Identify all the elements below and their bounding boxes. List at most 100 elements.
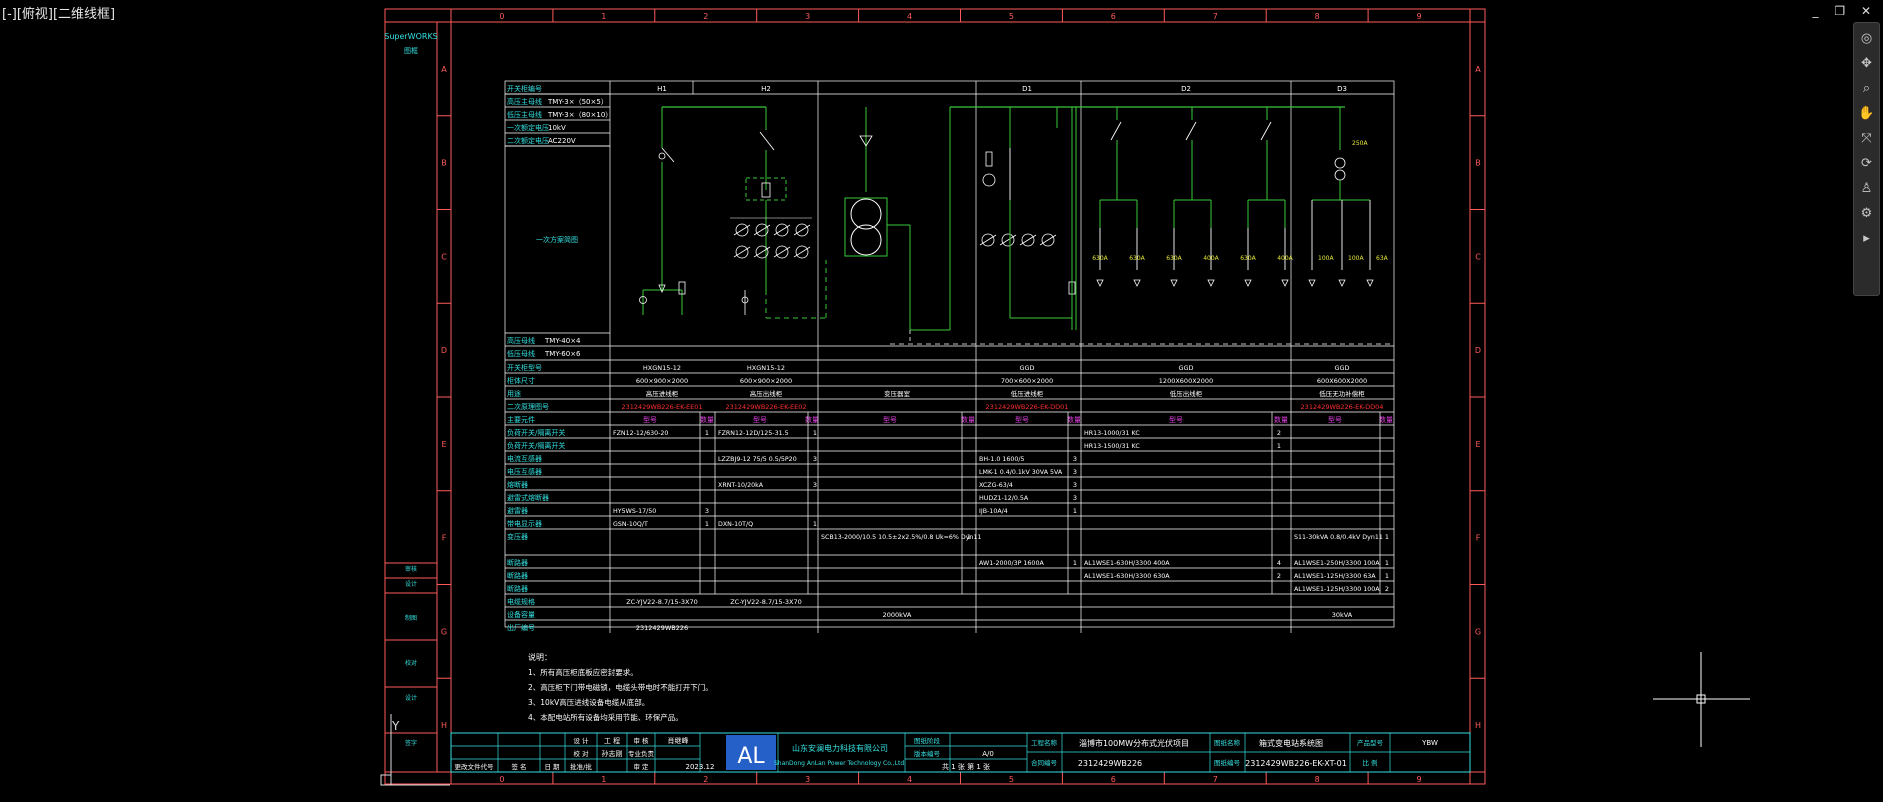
arrow-symbol <box>1366 279 1374 287</box>
column-marker: 4 <box>907 12 912 21</box>
row-value: 600X600X2000 <box>1317 377 1367 385</box>
component-model: FZRN12-12D/125-31.5 <box>718 430 789 437</box>
row-value: 变压器室 <box>884 389 911 398</box>
logo-subtitle: 图框 <box>404 46 418 55</box>
cabinet-id: D3 <box>1337 85 1347 93</box>
breaker-blade <box>1110 121 1122 141</box>
notes-title: 说明： <box>528 652 552 662</box>
arrow-symbol <box>1096 279 1104 287</box>
header-label: 高压主母线 <box>507 97 542 106</box>
row-value: 2312429WB226-EK-EE01 <box>621 403 702 411</box>
showmotion-icon[interactable]: ⤧ <box>1861 131 1872 146</box>
header-label: 开关柜编号 <box>507 84 542 93</box>
pan-icon[interactable]: ✥ <box>1861 56 1872 71</box>
indicator-circle <box>639 296 647 304</box>
side-label: 签字 <box>405 739 417 747</box>
row-marker: D <box>1475 346 1481 355</box>
column-marker: 7 <box>1213 775 1218 784</box>
component-model: HY5WS-17/50 <box>613 508 656 515</box>
col-head: 数量 <box>1379 415 1393 424</box>
line <box>753 224 771 236</box>
row-label: 二次原理图号 <box>507 402 549 411</box>
minimize-button[interactable]: _ <box>1812 4 1825 18</box>
zoom-icon[interactable]: ⌕ <box>1862 81 1871 96</box>
component-qty: 1 <box>1385 559 1389 567</box>
component-qty: 1 <box>967 533 971 541</box>
component-model: XRNT-10/20kA <box>718 482 764 489</box>
component-qty: 3 <box>813 481 817 489</box>
component-qty: 1 <box>813 429 817 437</box>
arrow-symbol <box>1338 279 1346 287</box>
tb-label: 合同编号 <box>1031 758 1058 767</box>
component-name: 带电显示器 <box>507 519 542 528</box>
component-model: AL1WSE1-250H/3300 100A <box>1294 560 1380 567</box>
component-model: LMK-1 0.4/0.1kV 30VA 5VA <box>979 469 1063 476</box>
header-value: 10kV <box>548 124 566 132</box>
tb-drawing-name: 箱式变电站系统图 <box>1259 738 1323 748</box>
nav-menu-icon[interactable]: ▸ <box>1863 231 1870 246</box>
col-head: 型号 <box>1015 415 1029 424</box>
nav-extra-icon[interactable]: ⟳ <box>1861 156 1872 171</box>
ct-symbol <box>735 223 749 237</box>
arrow-symbol <box>1281 279 1289 287</box>
column-marker: 6 <box>1111 12 1116 21</box>
ct-symbol <box>775 223 789 237</box>
component-name: 断路器 <box>507 584 528 593</box>
viewport-label[interactable]: [-][俯视][二维线框] <box>2 7 116 22</box>
branch-rating: 400A <box>1203 255 1219 262</box>
tb-cell: 签 名 <box>511 762 526 771</box>
arrow-symbol <box>1244 279 1252 287</box>
row-value: GGD <box>1334 364 1349 372</box>
branch-rating: 630A <box>1240 255 1256 262</box>
column-marker: 0 <box>499 12 504 21</box>
line <box>999 234 1017 246</box>
restore-button[interactable]: ❐ <box>1834 4 1852 18</box>
row-value: ZC-YJV22-8.7/15-3X70 <box>626 598 698 606</box>
component-qty: 2 <box>1277 572 1281 580</box>
column-marker: 1 <box>601 12 606 21</box>
tb-label: 图纸名称 <box>1214 738 1241 747</box>
look-icon[interactable]: ⚙ <box>1860 206 1873 221</box>
tb-date: 2023.12 <box>686 763 715 771</box>
tb-label: 产品型号 <box>1357 738 1384 747</box>
row-value: 低压无功补偿柜 <box>1319 389 1365 398</box>
steering-wheel-icon[interactable]: ◎ <box>1860 31 1873 46</box>
arrester-symbol <box>658 284 666 294</box>
note-2: 2、高压柜下门带电磁锁，电缆头带电时不能打开下门。 <box>528 682 713 692</box>
component-name: 变压器 <box>507 532 528 541</box>
component-model: HUDZ1-12/0.5A <box>979 495 1029 502</box>
ct-symbol <box>795 223 809 237</box>
row-marker: B <box>1475 159 1481 168</box>
orbit-icon[interactable]: ✋ <box>1858 106 1875 121</box>
walk-icon[interactable]: ♙ <box>1860 181 1873 196</box>
header-label: 二次额定电压 <box>507 136 549 145</box>
window-controls: _ ❐ ✕ <box>1813 4 1877 18</box>
column-marker: 4 <box>907 775 912 784</box>
title-block: 设 计工 程校 对孙志刚更改文件代号签 名日 期批准/批审 核专业负责审 定肖继… <box>450 732 1471 773</box>
arrow-symbol <box>1207 279 1215 287</box>
row-value: GGD <box>1019 364 1034 372</box>
row-marker: G <box>1475 627 1481 636</box>
component-model: FZN12-12/630-20 <box>613 430 668 437</box>
side-label: 校对 <box>405 659 417 667</box>
line <box>773 246 791 258</box>
cabinet-id: H1 <box>657 85 667 93</box>
line <box>979 234 997 246</box>
line <box>733 224 751 236</box>
ct-symbol <box>755 223 769 237</box>
column-marker: 3 <box>805 12 810 21</box>
row-marker: E <box>1475 440 1480 449</box>
component-qty: 1 <box>1073 507 1077 515</box>
fuse-symbol <box>985 151 993 167</box>
component-qty: 1 <box>813 520 817 528</box>
row-value: 30kVA <box>1332 611 1353 619</box>
branch-rating: 630A <box>1092 255 1108 262</box>
tb-cell: 日 期 <box>544 763 560 771</box>
line <box>773 224 791 236</box>
close-button[interactable]: ✕ <box>1860 4 1877 18</box>
component-model: BH-1.0 1600/5 <box>979 456 1025 463</box>
tb-label: 工程名称 <box>1031 738 1058 747</box>
component-qty: 1 <box>1073 559 1077 567</box>
